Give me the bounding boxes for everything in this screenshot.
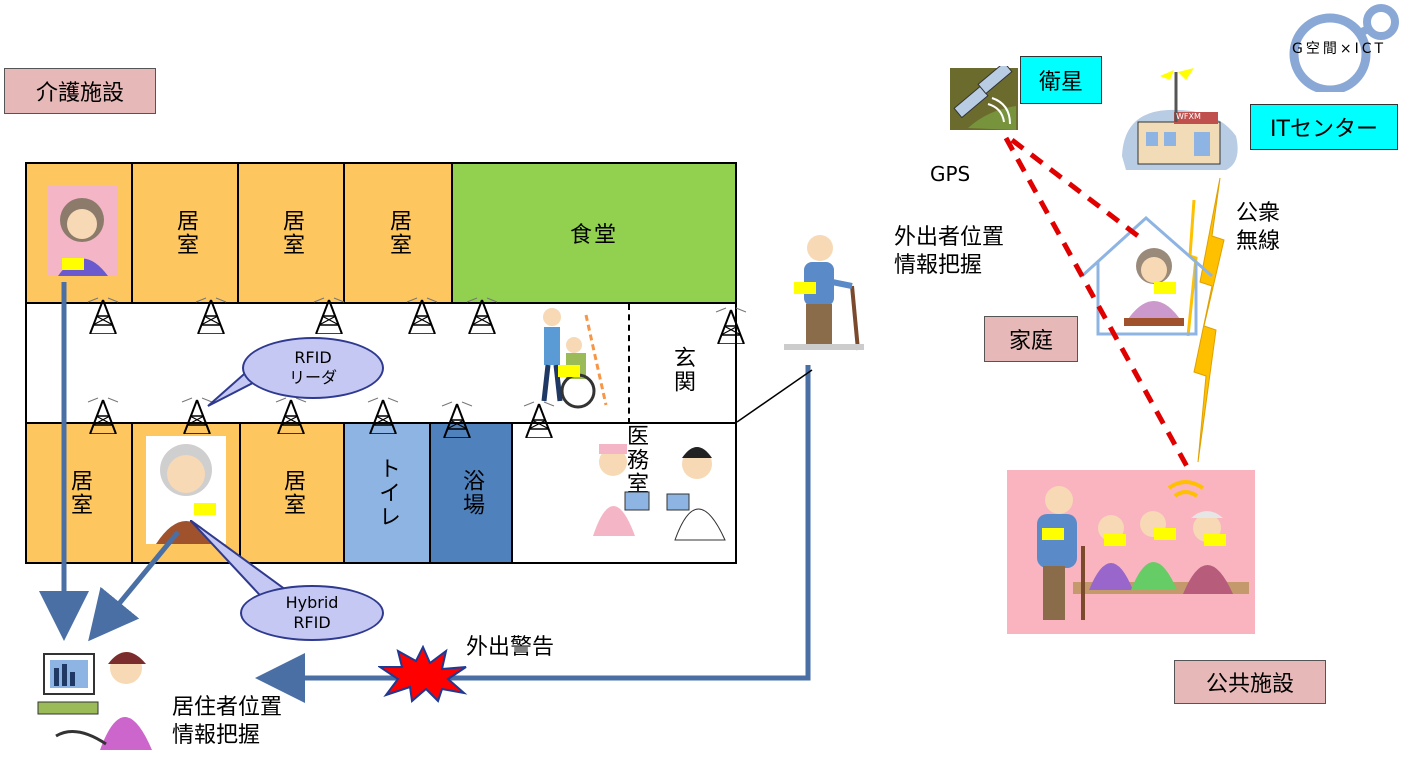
wheelchair-tag xyxy=(558,365,580,377)
elderly-walker-icon xyxy=(784,235,864,351)
hybrid-rfid-bubble: Hybrid RFID xyxy=(240,585,384,641)
facility-guest-tag xyxy=(1204,534,1226,546)
resident-man-icon xyxy=(146,436,226,544)
rfid-reader-bubble: RFID リーダ xyxy=(242,337,384,399)
entrance: 玄関 xyxy=(670,346,695,394)
outgoer-location-info: 外出者位置 情報把握 xyxy=(894,225,1005,278)
bath: 浴場 xyxy=(429,422,513,564)
facility-guest-tag xyxy=(1104,534,1126,546)
resident-room-top-2: 居室 xyxy=(131,162,239,304)
walker-tag xyxy=(794,282,816,294)
g-space-ict-logo xyxy=(1289,4,1399,92)
logo-text: G空間×ICT xyxy=(1292,41,1387,57)
dining-room: 食堂 xyxy=(451,162,737,304)
public-radio-label: 公衆 無線 xyxy=(1236,201,1281,254)
satellite-icon xyxy=(950,66,1018,130)
rfid-tag xyxy=(62,258,84,270)
public-facility-group-icon xyxy=(1007,470,1255,634)
hybrid-rfid-tag xyxy=(194,503,216,515)
home-resident-tag xyxy=(1154,282,1176,294)
public-radio-lightning-icon xyxy=(1186,177,1225,463)
resident-location-info: 居住者位置 情報把握 xyxy=(172,695,283,748)
entrance-divider xyxy=(628,304,630,424)
facility-guest-tag xyxy=(1042,528,1064,540)
home-icon xyxy=(1080,215,1213,336)
facility-guest-tag xyxy=(1154,528,1176,540)
station-sign: WFXM xyxy=(1176,112,1201,121)
satellite-label: 衛星 xyxy=(1020,56,1102,104)
resident-room-bottom-3: 居室 xyxy=(239,422,345,564)
gps-label: GPS xyxy=(930,162,971,186)
it-center-building-icon xyxy=(1122,68,1238,170)
it-center-label: ITセンター xyxy=(1250,104,1398,150)
staff-computer-icon xyxy=(37,652,152,750)
resident-woman-icon xyxy=(48,186,118,276)
resident-room-top-3: 居室 xyxy=(237,162,345,304)
resident-room-top-4: 居室 xyxy=(343,162,453,304)
public-facility-label: 公共施設 xyxy=(1174,660,1326,704)
medical-staff-icon xyxy=(593,444,726,541)
home-label: 家庭 xyxy=(984,316,1078,362)
warning-burst-icon xyxy=(378,645,468,703)
outing-warning-label: 外出警告 xyxy=(466,635,555,660)
facility-title: 介護施設 xyxy=(4,68,156,114)
